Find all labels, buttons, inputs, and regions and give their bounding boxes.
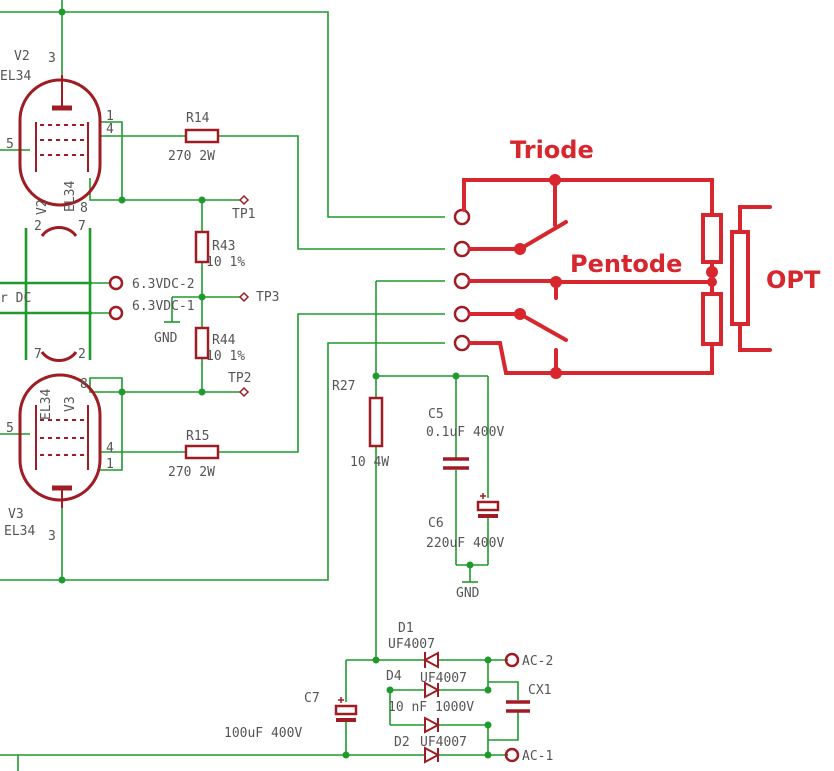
tp1-label: TP1 xyxy=(232,207,255,222)
tube-v3-ref: V3 xyxy=(8,507,24,522)
tube-v3-pin-8: 8 xyxy=(80,377,88,392)
tube-v2-type: EL34 xyxy=(0,69,31,84)
tp3-label: TP3 xyxy=(256,290,279,305)
tube-v2-pin-4: 4 xyxy=(106,122,114,137)
label-triode: Triode xyxy=(510,136,594,164)
c7-value: 100uF 400V xyxy=(224,726,302,741)
output-sockets xyxy=(453,208,471,352)
tube-v2 xyxy=(18,75,102,207)
connector-ac-2: AC-2 xyxy=(522,654,553,669)
c7-ref: C7 xyxy=(304,691,320,706)
connector-6v3-2: 6.3VDC-2 xyxy=(132,277,195,292)
c5-value: 0.1uF 400V xyxy=(426,425,504,440)
heater-pin-b: 7 xyxy=(78,219,86,234)
d4-value: UF4007 xyxy=(420,671,467,686)
d1-ref: D1 xyxy=(398,621,414,636)
r43-value: 10 1% xyxy=(206,255,245,270)
tube-v3 xyxy=(18,373,102,508)
d4-ref: D4 xyxy=(386,669,402,684)
heater-pin-c: 7 xyxy=(34,347,42,362)
c5-ref: C5 xyxy=(428,407,444,422)
wires xyxy=(0,0,519,771)
triode-pentode-switch xyxy=(462,174,772,379)
tube-mid-top-ref: V2 xyxy=(35,199,50,215)
c6-ref: C6 xyxy=(428,516,444,531)
heater-pin-a: 2 xyxy=(34,219,42,234)
r15-ref: R15 xyxy=(186,429,209,444)
tube-v3-pin-3: 3 xyxy=(48,529,56,544)
r14-ref: R14 xyxy=(186,111,210,126)
cx1-value: 10 nF 1000V xyxy=(388,700,474,715)
r27-value: 10 4W xyxy=(350,455,389,470)
resistor-bodies xyxy=(184,128,384,460)
label-pentode: Pentode xyxy=(570,250,682,278)
c6-value: 220uF 400V xyxy=(426,536,504,551)
tube-v3-pin-1: 1 xyxy=(106,457,114,472)
r44-ref: R44 xyxy=(212,333,236,348)
r27-ref: R27 xyxy=(332,379,355,394)
tube-mid-bottom-ref: V3 xyxy=(63,396,78,412)
heater-label-fragment: r DC xyxy=(0,291,31,306)
ac-connector-rings xyxy=(504,652,520,763)
heater-pin-d: 2 xyxy=(78,347,86,362)
tube-v2-pin-5: 5 xyxy=(6,137,14,152)
r43-ref: R43 xyxy=(212,239,235,254)
connector-ac-1: AC-1 xyxy=(522,749,553,764)
tp2-label: TP2 xyxy=(228,371,251,386)
cx1-ref: CX1 xyxy=(528,683,551,698)
tube-v3-pin-4: 4 xyxy=(106,441,114,456)
connector-6v3-1: 6.3VDC-1 xyxy=(132,299,195,314)
tube-mid-bottom-type: EL34 xyxy=(39,389,54,420)
d1-value: UF4007 xyxy=(388,637,435,652)
tube-v2-pin-1: 1 xyxy=(106,109,114,124)
tube-v2-pin-3: 3 xyxy=(48,51,56,66)
capacitor-bodies xyxy=(334,457,530,722)
r14-value: 270 2W xyxy=(168,149,215,164)
ground-label-2: GND xyxy=(456,586,480,601)
heater-connector-rings xyxy=(108,275,124,321)
d2-ref: D2 xyxy=(394,735,410,750)
label-opt: OPT xyxy=(766,266,821,294)
r44-value: 10 1% xyxy=(206,349,245,364)
tube-mid-top-type: EL34 xyxy=(63,181,78,212)
d2-value: UF4007 xyxy=(420,735,467,750)
junction-dots xyxy=(58,8,492,759)
tube-v2-ref: V2 xyxy=(14,49,30,64)
diode-bodies xyxy=(422,651,441,764)
testpoint-markers xyxy=(238,194,250,398)
r15-value: 270 2W xyxy=(168,465,215,480)
ground-label-1: GND xyxy=(154,331,178,346)
tube-v2-pin-8: 8 xyxy=(80,201,88,216)
tube-v3-pin-5: 5 xyxy=(6,421,14,436)
heater-stubs xyxy=(40,226,78,362)
tube-v3-type: EL34 xyxy=(4,524,35,539)
